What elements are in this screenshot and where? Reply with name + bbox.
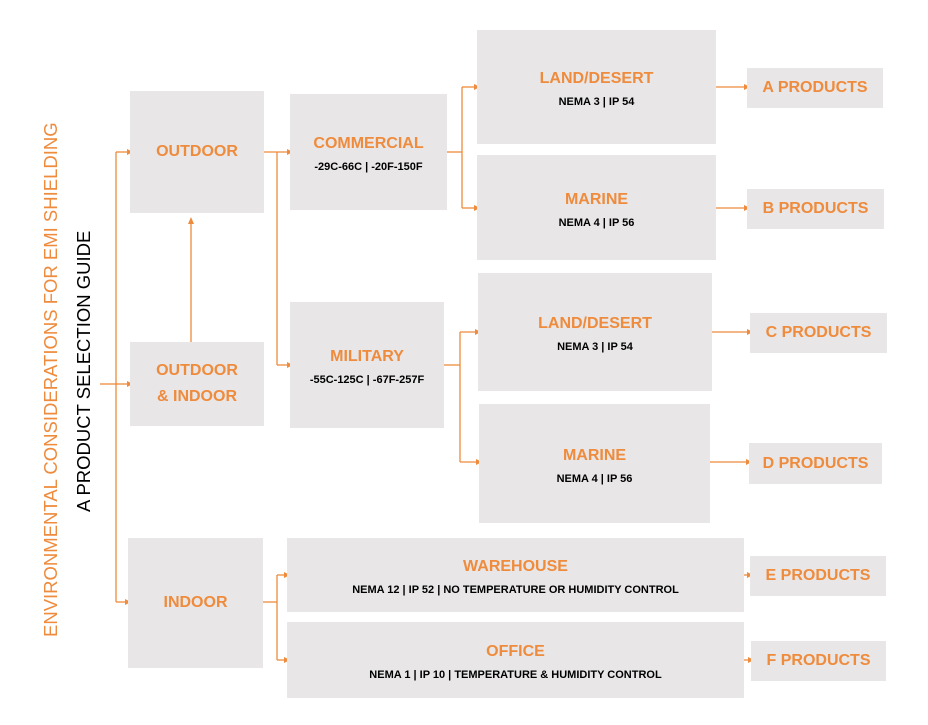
military-marine-title: MARINE: [562, 446, 627, 464]
product-a-label: A PRODUCTS: [762, 79, 868, 96]
military-land-desert-title: LAND/DESERT: [538, 315, 652, 332]
product-c-box: C PRODUCTS: [750, 313, 887, 353]
indoor-box: INDOOR: [128, 538, 263, 668]
military-title: MILITARY: [330, 348, 404, 365]
product-d-box: D PRODUCTS: [749, 443, 882, 484]
outdoor-indoor-box: OUTDOOR & INDOOR: [130, 342, 264, 426]
product-e-label: E PRODUCTS: [765, 567, 871, 584]
outdoor-label: OUTDOOR: [156, 143, 238, 160]
product-b-label: B PRODUCTS: [762, 200, 869, 217]
military-spec: -55C-125C | -67F-257F: [309, 374, 425, 386]
warehouse-spec: NEMA 12 | IP 52 | NO TEMPERATURE OR HUMI…: [352, 584, 679, 596]
commercial-title: COMMERCIAL: [313, 135, 424, 152]
outdoor-box: OUTDOOR: [130, 91, 264, 213]
diagram-title: ENVIRONMENTAL CONSIDERATIONS FOR EMI SHI…: [40, 122, 61, 637]
office-box: OFFICE NEMA 1 | IP 10 | TEMPERATURE & HU…: [287, 622, 744, 698]
indoor-label: INDOOR: [163, 594, 228, 611]
military-marine-spec: NEMA 4 | IP 56: [556, 472, 633, 485]
military-land-desert-spec: NEMA 3 | IP 54: [557, 341, 633, 353]
product-d-label: D PRODUCTS: [762, 454, 869, 472]
commercial-land-desert-spec: NEMA 3 | IP 54: [558, 96, 635, 108]
commercial-land-desert-title: LAND/DESERT: [539, 70, 654, 87]
warehouse-title: WAREHOUSE: [463, 558, 568, 575]
commercial-box: COMMERCIAL -29C-66C | -20F-150F: [290, 94, 447, 210]
commercial-spec: -29C-66C | -20F-150F: [314, 161, 423, 173]
product-f-box: F PRODUCTS: [751, 641, 886, 681]
outdoor-indoor-label-line1: OUTDOOR: [156, 362, 238, 379]
product-c-label: C PRODUCTS: [765, 324, 872, 341]
commercial-land-desert-box: LAND/DESERT NEMA 3 | IP 54: [477, 30, 716, 144]
product-b-box: B PRODUCTS: [747, 189, 884, 229]
military-marine-box: MARINE NEMA 4 | IP 56: [479, 404, 710, 523]
diagram-subtitle: A PRODUCT SELECTION GUIDE: [73, 230, 94, 512]
outdoor-indoor-label-line2: & INDOOR: [157, 388, 237, 405]
office-spec: NEMA 1 | IP 10 | TEMPERATURE & HUMIDITY …: [369, 669, 662, 681]
product-f-label: F PRODUCTS: [766, 652, 871, 669]
office-title: OFFICE: [486, 643, 545, 660]
commercial-marine-spec: NEMA 4 | IP 56: [558, 216, 635, 229]
warehouse-box: WAREHOUSE NEMA 12 | IP 52 | NO TEMPERATU…: [287, 538, 744, 612]
military-land-desert-box: LAND/DESERT NEMA 3 | IP 54: [478, 273, 712, 391]
commercial-marine-box: MARINE NEMA 4 | IP 56: [477, 155, 716, 260]
commercial-marine-title: MARINE: [564, 190, 629, 208]
military-box: MILITARY -55C-125C | -67F-257F: [290, 302, 444, 428]
product-e-box: E PRODUCTS: [750, 556, 886, 596]
product-a-box: A PRODUCTS: [747, 68, 883, 108]
